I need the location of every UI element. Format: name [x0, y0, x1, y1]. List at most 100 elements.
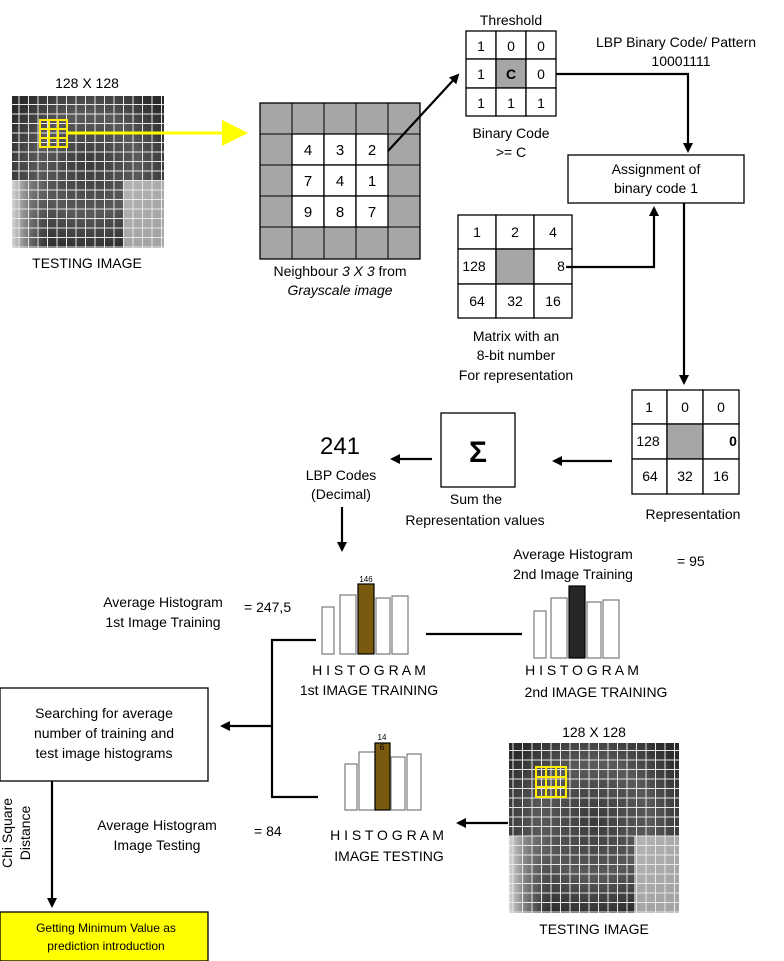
assignment-box: Assignment of binary code 1	[567, 154, 745, 204]
avg-hist-train1-label-1: Average Histogram	[103, 594, 223, 610]
avg-hist-train2-label-1: Average Histogram	[513, 546, 633, 562]
representation-value: 64	[642, 468, 658, 484]
threshold-value: 0	[537, 38, 545, 54]
image-size-label: 128 X 128	[562, 724, 626, 740]
histogram-subtitle: 2nd IMAGE TRAINING	[525, 684, 668, 700]
threshold-value: 1	[507, 95, 515, 111]
sum-caption-1: Sum the	[450, 491, 502, 507]
lbp-code-value: 241	[320, 433, 360, 460]
image-size-label: 128 X 128	[55, 75, 119, 91]
threshold-value: 1	[477, 38, 485, 54]
weight-value: 64	[469, 293, 485, 309]
search-box-line3: test image histograms	[36, 745, 173, 761]
threshold-value: 0	[507, 38, 515, 54]
arrow-weights-to-assignment	[566, 206, 659, 269]
avg-hist-train2-value: = 95	[677, 553, 705, 569]
neighbour-value: 4	[304, 142, 312, 159]
neighbour-value: 7	[304, 173, 312, 190]
image-caption: TESTING IMAGE	[32, 255, 142, 271]
assignment-line2: binary code 1	[614, 180, 698, 196]
neighbour-grid: 4 3 2 7 4 1 9 8 7 Neighbour 3 X 3 from G…	[259, 102, 421, 298]
bracket-connector	[270, 638, 318, 799]
neighbour-value: 3	[336, 142, 344, 159]
histogram-title: H I S T O G R A M	[525, 662, 639, 678]
representation-value: 0	[681, 399, 689, 415]
weights-caption-1: Matrix with an	[473, 328, 559, 344]
representation-matrix: 1 0 0 128 0 64 32 16 Representation	[631, 389, 741, 522]
neighbour-value: 7	[368, 204, 376, 221]
avg-hist-train1-label-2: 1st Image Training	[105, 614, 220, 630]
lbp-code-caption-2: (Decimal)	[311, 486, 371, 502]
weight-value: 16	[545, 293, 561, 309]
face-image	[509, 743, 679, 913]
assignment-line1: Assignment of	[612, 161, 701, 177]
avg-hist-train2-label-2: 2nd Image Training	[513, 566, 633, 582]
representation-caption: Representation	[646, 506, 741, 522]
histogram-bar-label: 146	[359, 575, 373, 584]
neighbour-value: 9	[304, 204, 312, 221]
avg-hist-test-label-2: Image Testing	[114, 837, 201, 853]
chi-square-line2: Distance	[17, 806, 33, 861]
binary-code-caption: Binary Code	[472, 125, 549, 141]
result-box: Getting Minimum Value as prediction intr…	[0, 911, 209, 961]
neighbour-value: 8	[336, 204, 344, 221]
avg-hist-train1-value: = 247,5	[244, 599, 291, 615]
lbp-code-caption-1: LBP Codes	[306, 467, 377, 483]
histogram-title: H I S T O G R A M	[330, 827, 444, 843]
threshold-value: 1	[477, 95, 485, 111]
neighbour-value: 4	[336, 173, 344, 190]
representation-value: 0	[729, 433, 737, 449]
lbp-code: 241 LBP Codes (Decimal)	[306, 433, 377, 502]
histogram-bars	[321, 583, 409, 655]
sigma-icon: Σ	[469, 436, 487, 469]
neighbour-value: 1	[368, 173, 376, 190]
neighbour-cells: 4 3 2 7 4 1 9 8 7	[291, 133, 389, 228]
chi-square-line1: Chi Square	[0, 798, 15, 868]
weight-value: 32	[507, 293, 523, 309]
image-caption: TESTING IMAGE	[539, 921, 649, 937]
face-image	[12, 96, 164, 248]
lbp-pattern-label: LBP Binary Code/ Pattern	[596, 34, 756, 50]
yellow-arrow	[67, 120, 248, 146]
neighbour-caption-2: Grayscale image	[287, 282, 392, 298]
weights-caption-3: For representation	[459, 367, 573, 383]
threshold-value: 1	[537, 95, 545, 111]
weights-matrix: 1 2 4 128 8 64 32 16 Matrix with an 8-bi…	[457, 214, 573, 383]
search-box-line2: number of training and	[34, 725, 174, 741]
weights-caption-2: 8-bit number	[477, 347, 556, 363]
threshold-center: C	[506, 66, 516, 82]
avg-hist-test-label-1: Average Histogram	[97, 817, 217, 833]
histogram-train2: Average Histogram 2nd Image Training = 9…	[513, 546, 705, 700]
search-box: Searching for average number of training…	[0, 687, 209, 782]
testing-image-bottom: 128 X 128 TESTING IMAGE	[509, 724, 679, 937]
arrow-to-threshold	[387, 73, 460, 152]
weight-value: 2	[511, 224, 519, 240]
result-line1: Getting Minimum Value as	[36, 921, 176, 935]
avg-hist-test-value: = 84	[254, 823, 282, 839]
histogram-bars	[344, 742, 422, 811]
representation-value: 128	[636, 433, 660, 449]
highlight-grid	[535, 766, 567, 798]
binary-code-condition: >= C	[496, 144, 526, 160]
representation-value: 16	[713, 468, 729, 484]
histogram-subtitle: IMAGE TESTING	[334, 848, 443, 864]
representation-value: 32	[677, 468, 693, 484]
highlight-grid	[39, 119, 68, 148]
arrow-to-assignment	[556, 72, 693, 153]
representation-value: 0	[717, 399, 725, 415]
histogram-bar-highlight	[357, 583, 375, 655]
weight-value: 8	[557, 258, 565, 274]
weight-value: 4	[549, 224, 557, 240]
chi-square-label: Chi Square Distance	[0, 798, 33, 868]
weight-value: 128	[462, 258, 486, 274]
neighbour-caption: Neighbour 3 X 3 from	[273, 263, 406, 279]
neighbour-value: 2	[368, 142, 376, 159]
histogram-bar-highlight	[374, 742, 391, 811]
sum-box: Σ Sum the Representation values	[405, 412, 545, 528]
representation-value: 1	[645, 399, 653, 415]
lbp-pattern-value: 10001111	[651, 53, 710, 69]
histogram-test: Average Histogram Image Testing = 84 14 …	[97, 733, 444, 864]
histogram-bar-highlight	[568, 585, 586, 659]
histogram-bar-label: 6	[380, 743, 385, 752]
